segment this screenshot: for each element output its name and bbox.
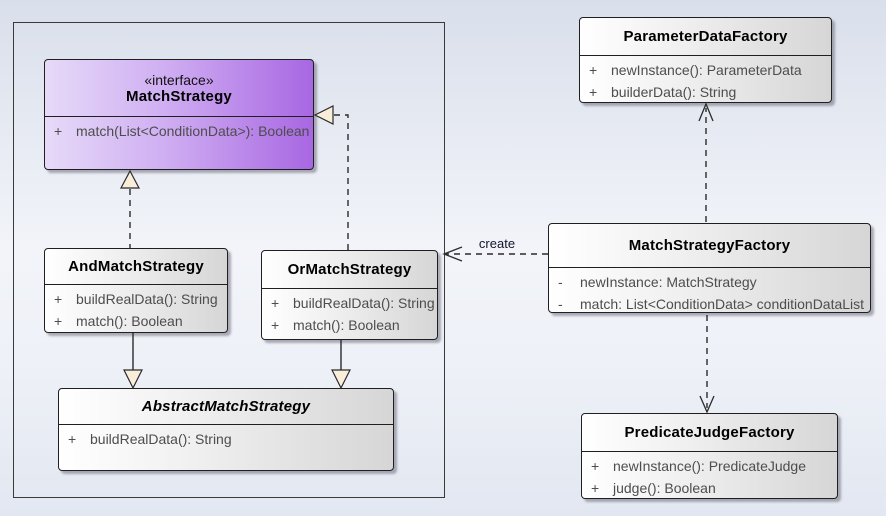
- open-arrowhead-icon: [699, 395, 715, 414]
- member-text: match: List<ConditionData> conditionData…: [580, 296, 865, 312]
- interface-stereotype: «interface»: [144, 71, 214, 88]
- member-row: + buildRealData(): String: [59, 428, 393, 450]
- member-row: + judge(): Boolean: [582, 477, 837, 499]
- class-box-ormatchstrategy[interactable]: OrMatchStrategy + buildRealData(): Strin…: [261, 250, 438, 340]
- member-row: - newInstance: MatchStrategy: [549, 271, 870, 293]
- member-row: + buildRealData(): String: [45, 288, 227, 310]
- class-name: PredicateJudgeFactory: [624, 424, 795, 441]
- class-box-parameterdatafactory[interactable]: ParameterDataFactory + newInstance(): Pa…: [579, 17, 832, 103]
- dependency-to-predicatejudgefactory[interactable]: [699, 315, 715, 414]
- member-text: match(): Boolean: [293, 317, 400, 333]
- class-name: AndMatchStrategy: [68, 258, 204, 275]
- member-row: + match(List<ConditionData>): Boolean: [45, 120, 313, 142]
- open-arrowhead-icon: [442, 246, 463, 262]
- class-box-abstractmatchstrategy[interactable]: AbstractMatchStrategy + buildRealData():…: [58, 388, 394, 471]
- member-text: buildRealData(): String: [76, 291, 218, 307]
- member-text: buildRealData(): String: [90, 431, 232, 447]
- member-row: - match: List<ConditionData> conditionDa…: [549, 293, 870, 315]
- member-row: + builderData(): String: [580, 81, 831, 103]
- member-row: + match(): Boolean: [45, 310, 227, 332]
- class-name: MatchStrategy: [126, 87, 232, 105]
- class-name: AbstractMatchStrategy: [141, 398, 311, 415]
- class-box-matchstrategy[interactable]: «interface» MatchStrategy + match(List<C…: [44, 59, 314, 170]
- member-text: buildRealData(): String: [293, 295, 435, 311]
- open-arrowhead-icon: [698, 102, 714, 122]
- class-name: ParameterDataFactory: [623, 28, 788, 45]
- member-text: builderData(): String: [611, 84, 737, 100]
- member-row: + buildRealData(): String: [262, 292, 437, 314]
- member-row: + match(): Boolean: [262, 314, 437, 336]
- class-name: OrMatchStrategy: [287, 261, 412, 278]
- create-edge-label: create: [478, 236, 516, 251]
- member-row: + newInstance(): ParameterData: [580, 59, 831, 81]
- class-box-matchstrategyfactory[interactable]: MatchStrategyFactory - newInstance: Matc…: [548, 223, 871, 313]
- member-text: newInstance(): PredicateJudge: [613, 458, 806, 474]
- member-text: newInstance: MatchStrategy: [580, 274, 757, 290]
- member-text: match(): Boolean: [76, 313, 183, 329]
- member-text: newInstance(): ParameterData: [611, 62, 802, 78]
- class-name: MatchStrategyFactory: [628, 237, 791, 254]
- dependency-to-parameterdatafactory[interactable]: [698, 102, 714, 222]
- member-text: judge(): Boolean: [613, 480, 716, 496]
- member-text: match(List<ConditionData>): Boolean: [76, 123, 310, 139]
- class-box-predicatejudgefactory[interactable]: PredicateJudgeFactory + newInstance(): P…: [581, 413, 838, 499]
- member-row: + newInstance(): PredicateJudge: [582, 455, 837, 477]
- class-box-andmatchstrategy[interactable]: AndMatchStrategy + buildRealData(): Stri…: [44, 248, 228, 333]
